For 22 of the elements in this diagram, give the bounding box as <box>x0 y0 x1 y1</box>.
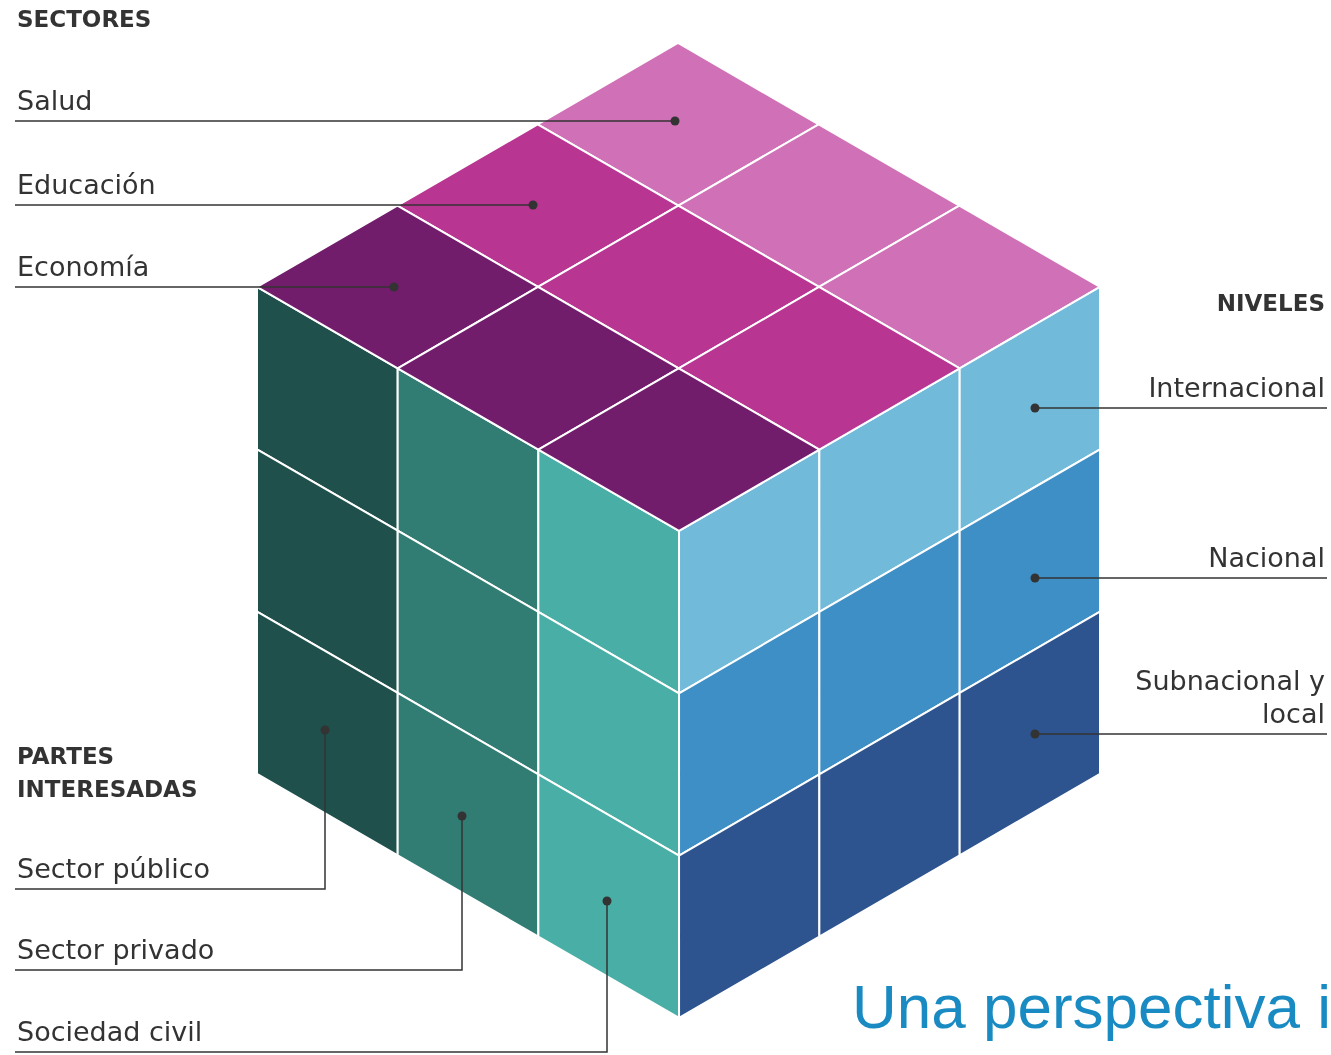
leader-line <box>1030 729 1328 739</box>
leader-label: Sociedad civil <box>17 1015 203 1052</box>
leader-label: Salud <box>17 84 93 121</box>
leader-line <box>14 811 467 971</box>
leader-line <box>14 116 680 126</box>
leader-label: Sector público <box>17 852 211 889</box>
leader-line <box>14 896 612 1053</box>
leader-label: Educación <box>17 168 156 205</box>
leader-line <box>14 282 399 292</box>
leader-label: Nacional <box>1208 541 1325 578</box>
section-heading: NIVELES <box>1216 289 1325 318</box>
section-heading: SECTORES <box>17 5 152 34</box>
title-text: Una perspectiva i <box>851 972 1331 1042</box>
leader-line <box>1030 403 1328 413</box>
leader-label: Internacional <box>1148 371 1325 408</box>
leader-line <box>14 200 538 210</box>
section-heading: PARTES INTERESADAS <box>17 742 199 804</box>
leader-label: Sector privado <box>17 933 215 970</box>
leader-line <box>14 725 330 890</box>
leader-label: Economía <box>17 250 150 287</box>
leader-line <box>1030 573 1328 583</box>
leader-label: Subnacional y local <box>1115 664 1325 734</box>
